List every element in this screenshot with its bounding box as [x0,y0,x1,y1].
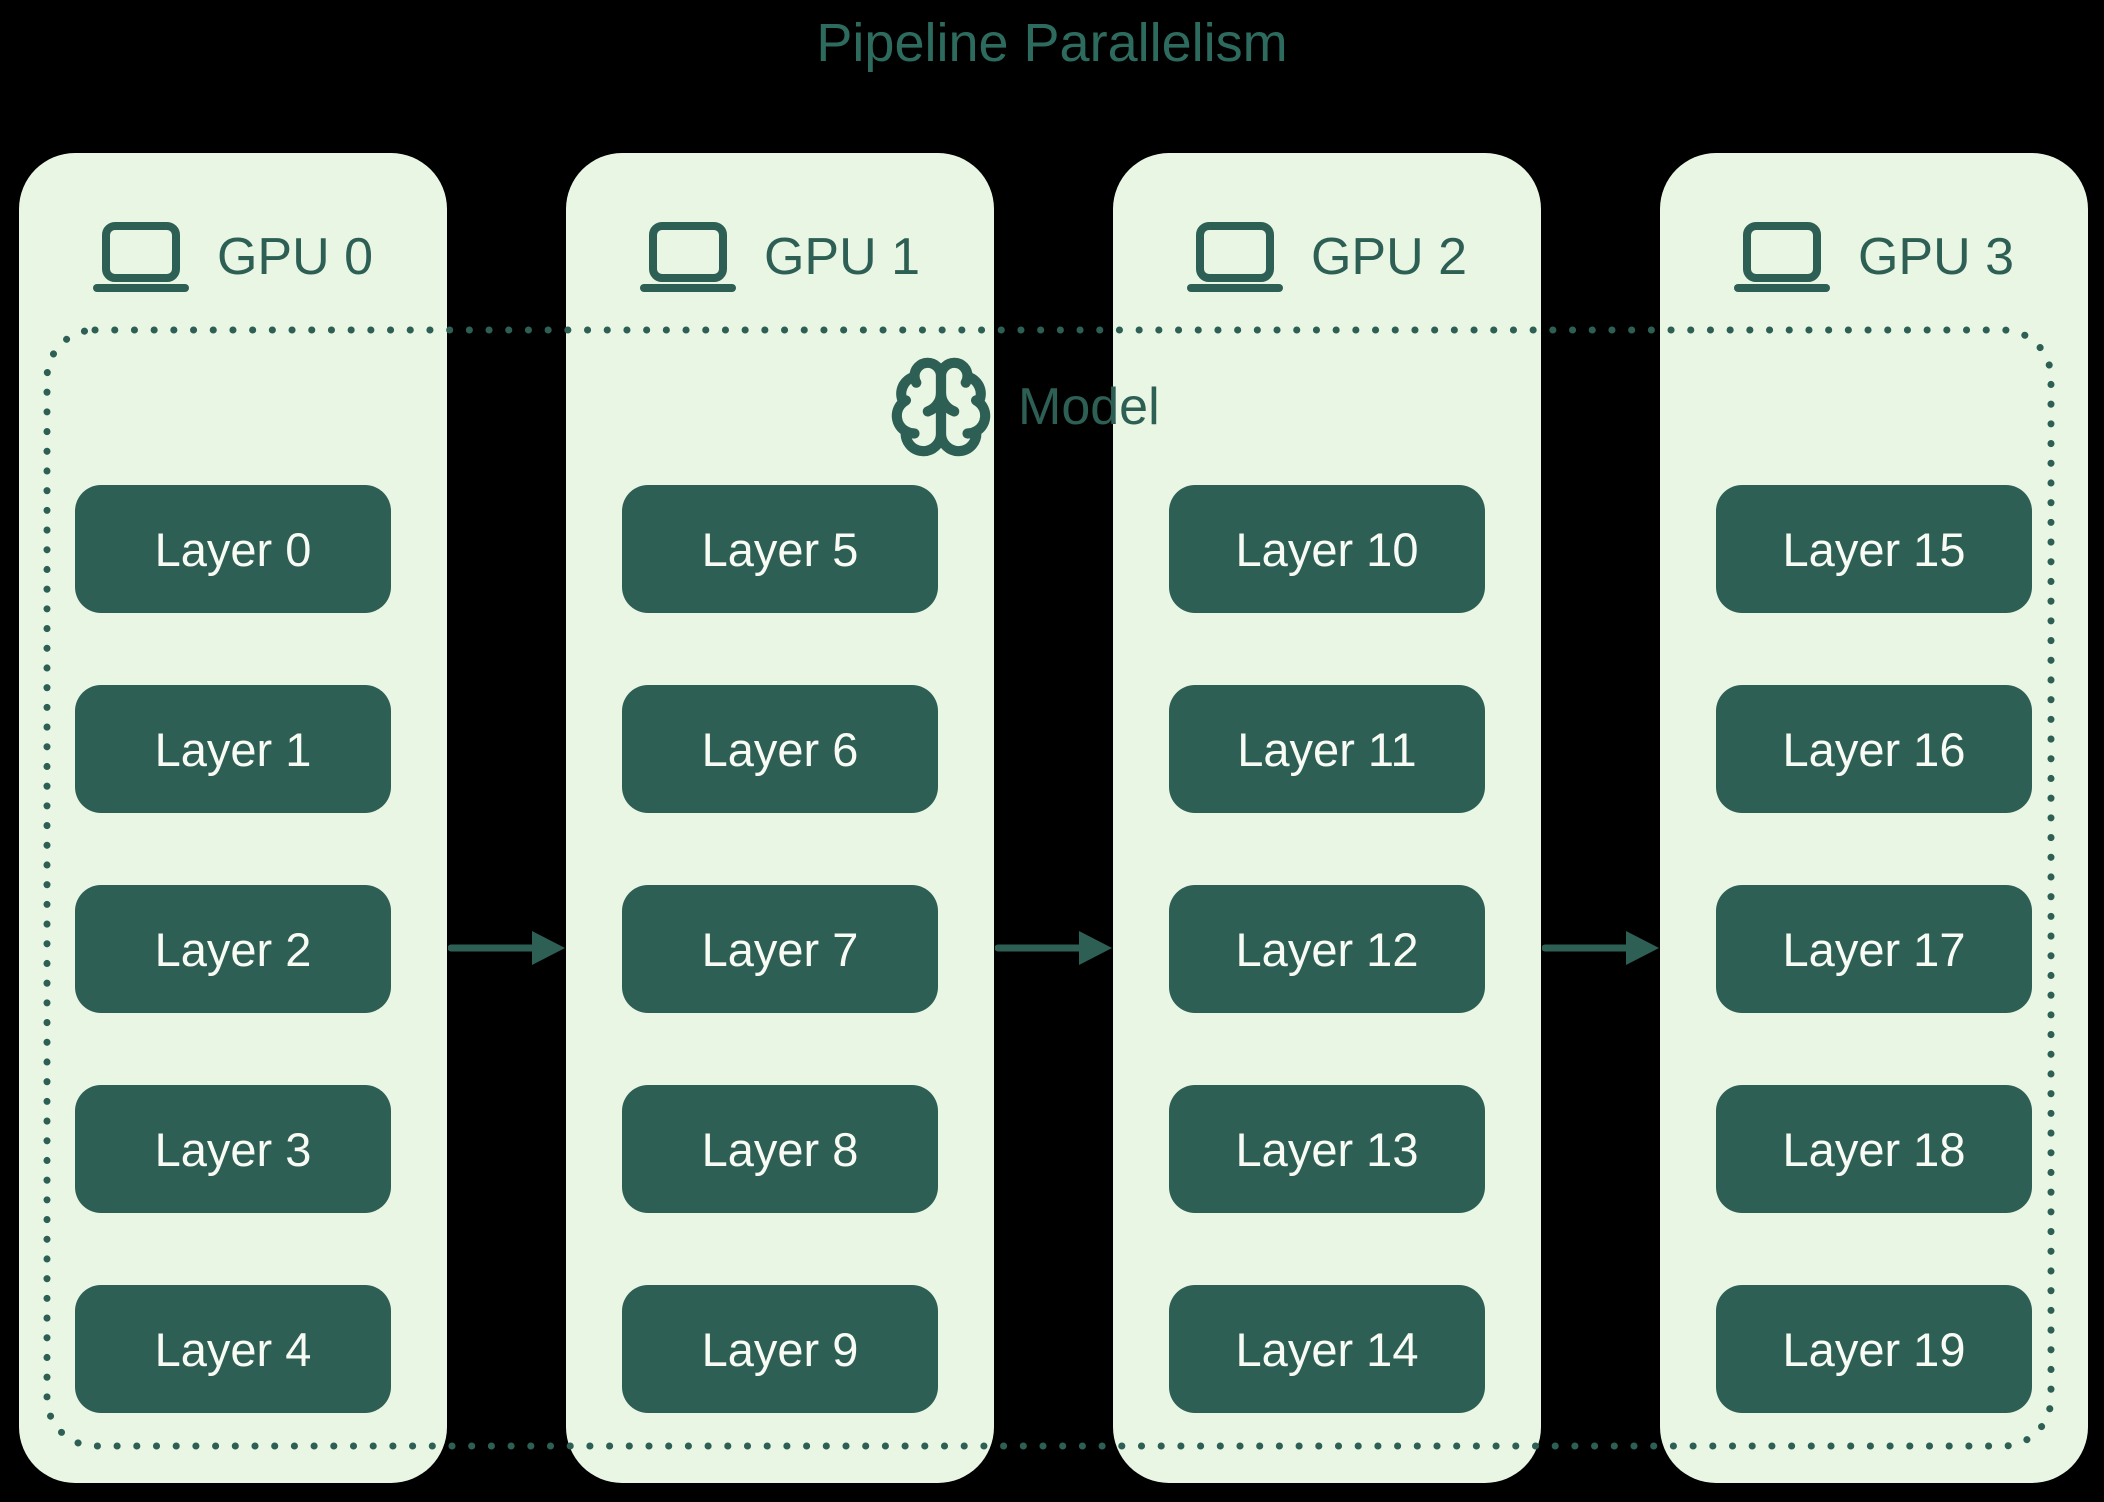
gpu-header-1: GPU 1 [566,211,994,303]
flow-arrow-icon [448,931,565,965]
layer-box: Layer 15 [1716,485,2032,613]
flow-arrow-icon [995,931,1112,965]
gpu-header-0: GPU 0 [19,211,447,303]
layer-box: Layer 13 [1169,1085,1485,1213]
gpu-card-2: GPU 2 Layer 10 Layer 11 Layer 12 Layer 1… [1113,153,1541,1483]
laptop-icon [639,222,736,292]
layer-box: Layer 4 [75,1285,391,1413]
gpu-label: GPU 2 [1310,228,1468,286]
model-tag: Model [888,352,1160,462]
layer-box: Layer 2 [75,885,391,1013]
gpu-label: GPU 0 [216,228,374,286]
layer-box: Layer 1 [75,685,391,813]
layer-box: Layer 16 [1716,685,2032,813]
layer-box: Layer 6 [622,685,938,813]
layer-box: Layer 8 [622,1085,938,1213]
flow-arrow-icon [1542,931,1659,965]
layer-box: Layer 7 [622,885,938,1013]
gpu-card-0: GPU 0 Layer 0 Layer 1 Layer 2 Layer 3 La… [19,153,447,1483]
layer-box: Layer 12 [1169,885,1485,1013]
model-label: Model [1018,378,1160,436]
brain-icon [891,357,991,457]
layer-box: Layer 9 [622,1285,938,1413]
layer-box: Layer 10 [1169,485,1485,613]
layer-box: Layer 14 [1169,1285,1485,1413]
layer-box: Layer 3 [75,1085,391,1213]
diagram-title: Pipeline Parallelism [816,13,1288,73]
laptop-icon [1186,222,1283,292]
layer-box: Layer 0 [75,485,391,613]
layer-box: Layer 5 [622,485,938,613]
laptop-icon [1733,222,1830,292]
gpu-header-3: GPU 3 [1660,211,2088,303]
gpu-card-3: GPU 3 Layer 15 Layer 16 Layer 17 Layer 1… [1660,153,2088,1483]
gpu-label: GPU 1 [763,228,921,286]
layer-box: Layer 18 [1716,1085,2032,1213]
layer-box: Layer 11 [1169,685,1485,813]
laptop-icon [92,222,189,292]
layer-box: Layer 17 [1716,885,2032,1013]
layer-box: Layer 19 [1716,1285,2032,1413]
gpu-label: GPU 3 [1857,228,2015,286]
gpu-header-2: GPU 2 [1113,211,1541,303]
